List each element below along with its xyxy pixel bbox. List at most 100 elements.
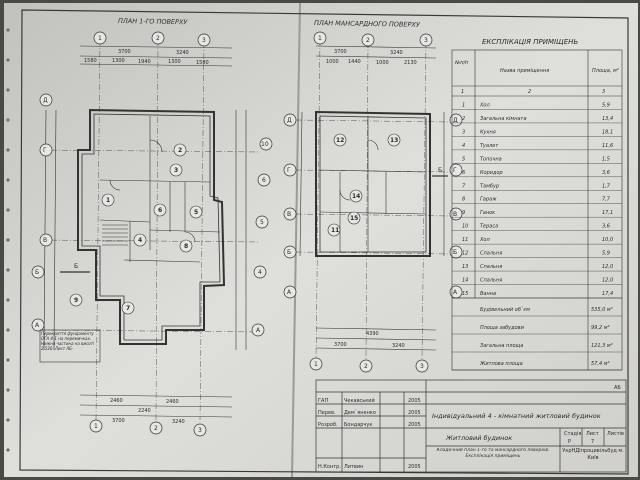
plan2-axis-left-a: А bbox=[287, 289, 292, 296]
explication-row-area: 1,7 bbox=[602, 183, 611, 189]
plan2-dim-part-1: 1000 bbox=[326, 59, 339, 65]
plan1-room-3: 3 bbox=[174, 167, 178, 174]
explication-row-area: 11,6 bbox=[602, 143, 613, 149]
plan2-room-12: 12 bbox=[336, 137, 344, 144]
summary-value: 57,4 м² bbox=[591, 361, 610, 367]
explication-num-1: 1 bbox=[461, 89, 464, 95]
plan1-dim-bottom-1: 2460 bbox=[110, 398, 123, 404]
explication-col-no: №п/п bbox=[454, 60, 469, 66]
explication-row-area: 5,9 bbox=[602, 251, 610, 257]
explication-row-number: 1 bbox=[462, 102, 465, 108]
plan2-axis-left-b: Б bbox=[287, 249, 291, 256]
staff-name: Дем`яненко bbox=[344, 410, 376, 416]
explication-row-area: 12,0 bbox=[602, 264, 613, 270]
plan1-room-circles bbox=[69, 143, 203, 315]
drawing-frame bbox=[19, 9, 629, 475]
explication-row-number: 6 bbox=[462, 170, 465, 176]
plan1-axis-right-10: 10 bbox=[261, 141, 269, 148]
explication-row-area: 5,9 bbox=[602, 102, 610, 108]
staff-role: ГАП bbox=[318, 398, 328, 404]
plan1-title: ПЛАН 1-ГО ПОВЕРХУ bbox=[118, 17, 189, 26]
staff-name: Литвин bbox=[344, 464, 363, 470]
explication-col-area: Площа, м² bbox=[592, 68, 619, 74]
explication-row-area: 18,1 bbox=[602, 129, 613, 135]
explication-col-name: Назва приміщення bbox=[500, 68, 549, 74]
explication-row-name: Тераса bbox=[480, 224, 498, 230]
plan2-axis-bottom-2: 2 bbox=[364, 363, 368, 370]
plan1-axis-markers bbox=[31, 31, 273, 437]
plan1-note-box bbox=[39, 329, 101, 363]
plan1-axis-bottom-1: 1 bbox=[94, 423, 98, 430]
plan1-dim-bottom-2: 2460 bbox=[166, 399, 179, 405]
plan1-axis-left-b: Б bbox=[35, 269, 39, 276]
explication-row-area: 3,6 bbox=[602, 170, 610, 176]
staff-year: 2005 bbox=[408, 398, 421, 404]
title-org: УкрНДІпроцивільбуд м. Київ bbox=[562, 448, 624, 461]
plan1-axis-left-g: Г bbox=[43, 147, 47, 154]
plan1-section-mark: Б bbox=[74, 263, 78, 270]
plan1-note-text: Перекриття фундаменту ОГА 4-1 на перемич… bbox=[41, 331, 95, 351]
summary-label: Будівельний об`єм bbox=[480, 307, 530, 313]
plan2-room-circles bbox=[327, 133, 401, 237]
staff-name: Бондарчук bbox=[344, 422, 372, 428]
plan2-dim-bottom-2: 3700 bbox=[334, 342, 347, 348]
plan2-axis-bottom-3: 3 bbox=[420, 363, 424, 370]
plan1-room-7: 7 bbox=[126, 305, 130, 312]
explication-row-number: 7 bbox=[462, 183, 466, 189]
plan2-axis-top-3: 3 bbox=[424, 37, 428, 44]
plan1-axis-bottom-3: 3 bbox=[198, 427, 202, 434]
explication-row-area: 13,4 bbox=[602, 116, 613, 122]
explication-row-number: 2 bbox=[462, 116, 465, 122]
plan2-dim-top-2: 3240 bbox=[390, 50, 403, 56]
plan2-axis-bottom-1: 1 bbox=[314, 361, 318, 368]
plan1-dim-bottom-5: 3240 bbox=[172, 419, 185, 425]
plan2-dim-bottom-1: 4390 bbox=[366, 331, 379, 337]
plan1-axis-right-5: 5 bbox=[260, 219, 264, 226]
title-sheet-code: АБ bbox=[614, 385, 621, 391]
staff-name: Чекавський bbox=[344, 397, 375, 404]
plan1-room-6: 6 bbox=[158, 207, 162, 214]
explication-row-number: 13 bbox=[462, 264, 468, 270]
plan2-dim-part-3: 1000 bbox=[376, 60, 389, 66]
explication-row-area: 17,1 bbox=[602, 210, 613, 216]
explication-row-name: Хол bbox=[479, 237, 490, 243]
explication-row-name: Хол bbox=[479, 102, 490, 108]
plan2-axis-right-v: В bbox=[453, 211, 457, 218]
plan2-dim-part-2: 1440 bbox=[348, 59, 361, 65]
title-stage: Р bbox=[568, 439, 571, 445]
plan2-axis-markers bbox=[283, 31, 463, 373]
plan1-dim-part-2: 1300 bbox=[112, 58, 125, 64]
explication-row-number: 14 bbox=[462, 278, 468, 284]
title-col-sheet: Лист bbox=[586, 431, 599, 437]
plan2-axis-right-a: А bbox=[453, 289, 458, 296]
title-sheet: 7 bbox=[591, 439, 594, 445]
explication-row-number: 3 bbox=[462, 129, 465, 135]
plan2-section-mark: Б bbox=[438, 167, 442, 174]
plan1-room-8: 8 bbox=[184, 243, 188, 250]
plan1-room-5: 5 bbox=[194, 209, 198, 216]
plan1-axis-top-3: 3 bbox=[202, 37, 206, 44]
title-project: Індивідуальний 4 - кімнатний житловий бу… bbox=[432, 412, 601, 420]
plan2-room-15: 15 bbox=[350, 215, 358, 222]
explication-row-area: 12,0 bbox=[602, 278, 613, 284]
staff-role: Перев. bbox=[318, 410, 336, 416]
plan2-title: ПЛАН МАНСАРДНОГО ПОВЕРХУ bbox=[314, 19, 421, 29]
explication-row-number: 4 bbox=[462, 143, 465, 149]
explication-row-name: Топочна bbox=[480, 156, 502, 162]
staff-year: 2005 bbox=[408, 410, 421, 416]
title-block-grid bbox=[315, 379, 627, 473]
staff-role: Розроб. bbox=[318, 422, 338, 428]
summary-value: 99,2 м² bbox=[591, 325, 610, 331]
explication-row-number: 15 bbox=[462, 291, 468, 297]
plan1-dim-part-1: 1580 bbox=[84, 58, 97, 64]
plan1-dim-part-4: 1300 bbox=[168, 59, 181, 65]
explication-row-name: Загальна кімната bbox=[480, 116, 527, 122]
plan1-dim-bottom-3: 2240 bbox=[138, 408, 151, 414]
explication-row-name: Туалет bbox=[480, 143, 499, 149]
explication-row-name: Кухня bbox=[480, 129, 496, 135]
plan1-axis-right-6: 6 bbox=[262, 177, 266, 184]
title-drawing-name: Кладочний план 1-го та мансардного повер… bbox=[436, 448, 550, 459]
title-building: Житловий будинок bbox=[445, 434, 512, 442]
